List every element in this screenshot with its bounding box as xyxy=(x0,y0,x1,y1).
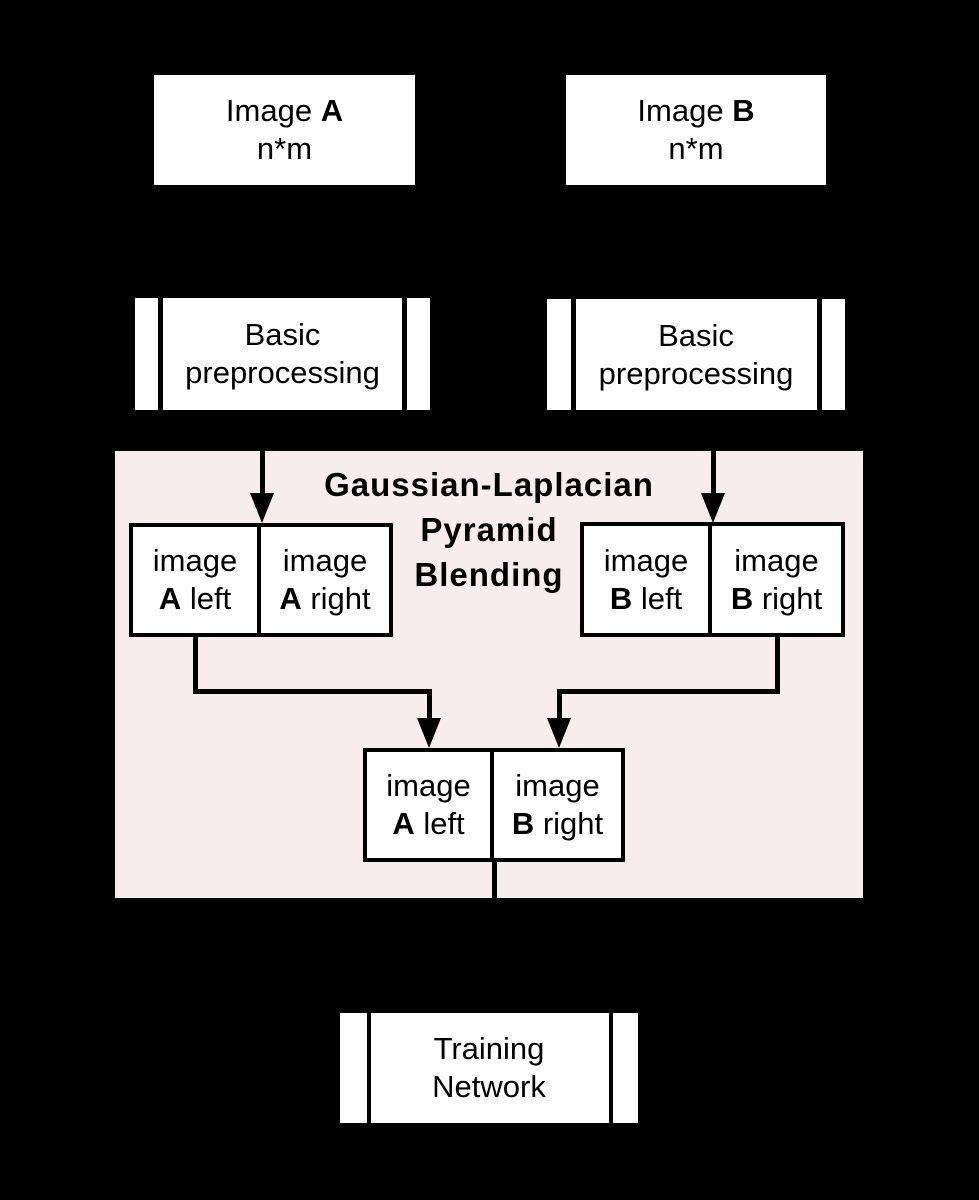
connector-a-horizontal xyxy=(193,689,432,694)
pair-image-b: image B left image B right xyxy=(580,522,845,637)
connector-b-descent xyxy=(557,689,562,720)
subroutine-bar xyxy=(367,1013,371,1123)
blend-panel-title: Gaussian-Laplacian Pyramid Blending xyxy=(324,466,654,593)
subroutine-bar xyxy=(158,298,163,410)
node-preprocessing-b-label: Basic preprocessing xyxy=(598,317,794,391)
subroutine-bar xyxy=(817,299,822,410)
cell-merged-b-right: image B right xyxy=(490,748,625,862)
node-preprocessing-b: Basic preprocessing xyxy=(547,299,845,410)
subroutine-bar xyxy=(609,1013,613,1123)
cell-merged-a-left: image A left xyxy=(363,748,494,862)
subroutine-bar xyxy=(571,299,576,410)
node-training-network: Training Network xyxy=(340,1013,638,1123)
connector-a-descent xyxy=(427,689,432,720)
arrow-merged-left-head xyxy=(417,718,441,748)
connector-a-vertical xyxy=(193,637,198,694)
arrow-preproc-a-line xyxy=(260,451,265,495)
node-training-network-label: Training Network xyxy=(432,1031,546,1104)
subroutine-bar xyxy=(402,298,407,410)
cell-image-a-right: image A right xyxy=(257,523,393,637)
node-image-b: Image B n*m xyxy=(566,75,826,185)
cell-image-b-left: image B left xyxy=(580,522,712,637)
node-image-b-label: Image B n*m xyxy=(637,93,755,166)
connector-b-horizontal xyxy=(557,689,780,694)
connector-merged-output xyxy=(492,860,497,898)
node-image-a: Image A n*m xyxy=(154,75,415,185)
arrow-merged-right-head xyxy=(547,718,571,748)
cell-image-a-left: image A left xyxy=(129,523,261,637)
arrow-preproc-b-line xyxy=(711,451,716,495)
cell-image-b-right: image B right xyxy=(708,522,845,637)
pair-merged: image A left image B right xyxy=(363,748,625,862)
node-preprocessing-a: Basic preprocessing xyxy=(135,298,430,410)
node-image-a-label: Image A n*m xyxy=(225,93,344,166)
arrow-preproc-b-head xyxy=(701,493,725,523)
node-preprocessing-a-label: Basic preprocessing xyxy=(185,317,380,390)
arrow-preproc-a-head xyxy=(250,493,274,523)
pair-image-a: image A left image A right xyxy=(129,523,393,637)
connector-b-vertical xyxy=(775,637,780,694)
